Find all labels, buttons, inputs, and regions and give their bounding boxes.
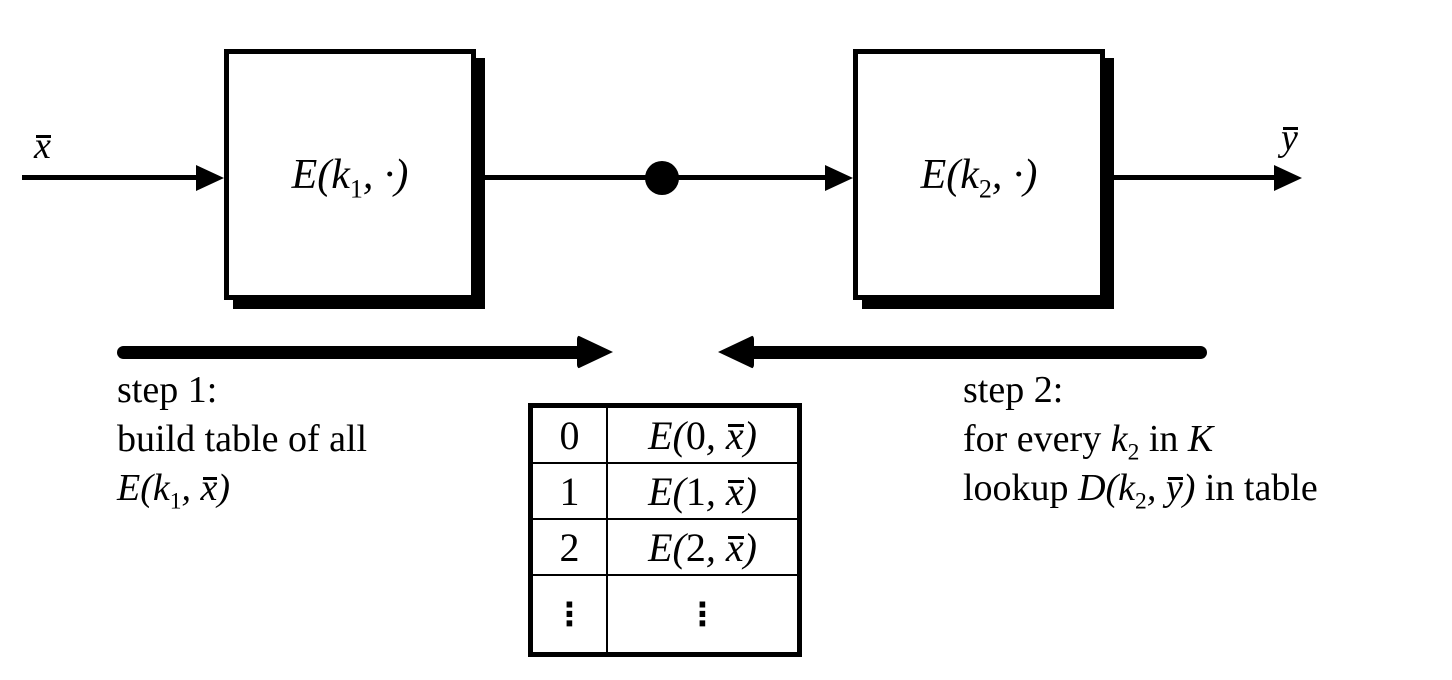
row0-close: ) <box>743 412 757 458</box>
box1-label-pre: E(k <box>291 151 350 198</box>
row1-fn: E( <box>648 468 686 514</box>
output-label-ybar: y <box>1281 117 1298 159</box>
row1-xbar: x <box>725 468 744 514</box>
input-arrowhead-icon <box>196 165 224 191</box>
box2-label-post: , ·) <box>991 151 1038 198</box>
step2-line3-ybar: y <box>1165 467 1183 509</box>
output-arrowhead-icon <box>1274 165 1302 191</box>
step1-formula-fn: E(k <box>117 467 170 509</box>
step2-line2-pre: for every <box>963 418 1111 460</box>
step1-arrow-bar <box>117 346 577 359</box>
step2-arrowhead-icon <box>718 335 754 369</box>
row1-comma: , <box>705 468 726 514</box>
row0-xbar: x <box>725 412 744 458</box>
table-row2-key: 2 <box>533 520 606 574</box>
input-arrow-line <box>22 175 198 180</box>
box1-label-sub: 1 <box>349 173 363 203</box>
junction-dot-icon <box>645 161 679 195</box>
table-row1-value: E(1, x) <box>608 464 797 518</box>
row2-xbar: x <box>725 524 744 570</box>
step2-line3-fn: D(k <box>1078 467 1136 509</box>
table-rowdots-key: ⋮ <box>533 576 606 652</box>
encryption-box-2: E(k2, ·) <box>853 49 1105 300</box>
step1-formula-close: ) <box>217 467 231 509</box>
row1-arg: 1 <box>685 468 706 514</box>
step2-annotation: step 2: for every k2 in K lookup D(k2, y… <box>963 366 1318 513</box>
row0-fn: E( <box>648 412 686 458</box>
row2-comma: , <box>705 524 726 570</box>
step2-line3-sub: 2 <box>1135 488 1147 515</box>
step2-line2-keyspace: K <box>1187 418 1214 460</box>
step2-line2-var: k <box>1110 418 1128 460</box>
input-label-xbar: x <box>34 125 51 167</box>
row0-comma: , <box>705 412 726 458</box>
table-row0-key: 0 <box>533 408 606 462</box>
row2-close: ) <box>743 524 757 570</box>
table-row1-key: 1 <box>533 464 606 518</box>
table-row2-value: E(2, x) <box>608 520 797 574</box>
step2-line3-post: in table <box>1195 467 1318 509</box>
step1-annotation: step 1: build table of all E(k1, x) <box>117 366 367 513</box>
box2-label-sub: 2 <box>978 173 992 203</box>
encryption-box-1: E(k1, ·) <box>224 49 476 300</box>
lookup-table: 0 E(0, x) 1 E(1, x) 2 E(2, x) ⋮ ⋮ <box>528 403 802 657</box>
step2-arrow-bar <box>754 346 1207 359</box>
table-rowdots-value: ⋮ <box>608 576 797 652</box>
box2-label-pre: E(k <box>920 151 979 198</box>
box1-label-post: , ·) <box>362 151 409 198</box>
step1-arrowhead-icon <box>577 335 613 369</box>
step2-line2-sub: 2 <box>1127 439 1140 466</box>
step1-title: step 1: <box>117 369 218 411</box>
step1-formula: E(k1, x) <box>117 464 367 513</box>
output-label: y <box>1281 116 1298 160</box>
step1-line2: build table of all <box>117 418 368 460</box>
step2-line3-comma: , <box>1146 467 1166 509</box>
row1-close: ) <box>743 468 757 514</box>
output-arrow-line <box>1103 175 1274 180</box>
step1-formula-comma: , <box>181 467 201 509</box>
row0-arg: 0 <box>685 412 706 458</box>
row2-arg: 2 <box>685 524 706 570</box>
input-label: x <box>34 124 51 168</box>
table-row0-value: E(0, x) <box>608 408 797 462</box>
step2-line3: lookup D(k2, y) in table <box>963 464 1318 513</box>
encryption-box-2-label: E(k2, ·) <box>920 151 1038 202</box>
middle-arrowhead-icon <box>825 165 853 191</box>
row2-fn: E( <box>648 524 686 570</box>
encryption-box-1-label: E(k1, ·) <box>291 151 409 202</box>
step2-line3-pre: lookup <box>963 467 1079 509</box>
step2-title: step 2: <box>963 369 1064 411</box>
step1-formula-sub: 1 <box>169 488 182 515</box>
step2-line3-close: ) <box>1182 467 1196 509</box>
step2-line2-mid: in <box>1139 418 1188 460</box>
step2-line2: for every k2 in K <box>963 415 1318 464</box>
step1-formula-xbar: x <box>200 467 218 509</box>
